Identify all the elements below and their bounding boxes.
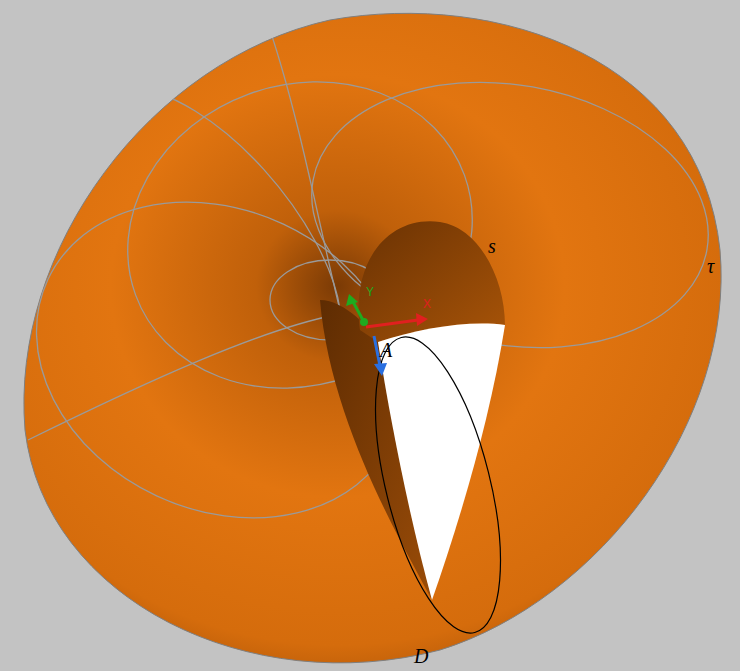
point-label: A (380, 340, 392, 360)
surface-label: s (488, 236, 496, 256)
axis-label: Y (366, 286, 374, 298)
surface-label: τ (707, 256, 714, 276)
point-label: D (414, 646, 428, 666)
axis-label: X (423, 298, 431, 310)
